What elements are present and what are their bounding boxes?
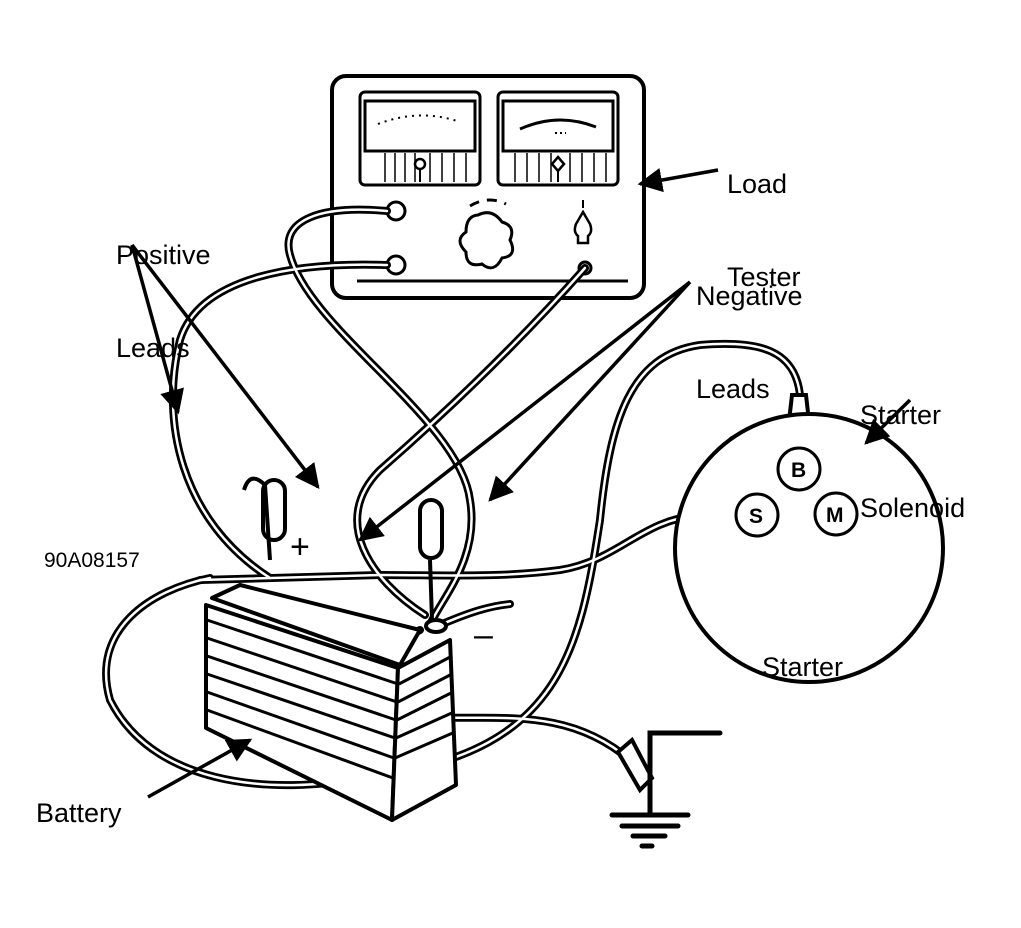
battery	[204, 583, 458, 822]
battery-label: Battery	[36, 798, 122, 828]
starter-solenoid-arrow	[864, 398, 912, 445]
indicator-lamp	[573, 200, 593, 245]
figure-code: 90A08157	[44, 549, 140, 572]
negative-leads-arrow-1	[358, 280, 692, 542]
load-tester-arrow	[637, 168, 719, 193]
negative-leads-label-line2: Leads	[696, 374, 770, 404]
negative-lead-outer	[353, 264, 589, 619]
battery-arrow	[147, 738, 253, 799]
starter-assembly	[673, 412, 945, 684]
negative-battery-post	[424, 618, 448, 634]
ground-symbol	[609, 730, 723, 849]
positive-leads-arrow-1	[130, 244, 184, 415]
starter-solenoid-label: Starter Solenoid	[860, 338, 965, 555]
solenoid-m-label: M	[826, 504, 844, 527]
solenoid-terminal-b	[776, 446, 822, 492]
positive-leads-label: Positive Leads	[116, 178, 211, 395]
load-tester-label-line1: Load	[727, 169, 788, 199]
starter-solenoid-label-line2: Solenoid	[860, 493, 966, 523]
ground-clamp	[615, 736, 655, 794]
negative-leads-arrow-2	[488, 280, 692, 502]
leader-arrows	[130, 168, 912, 799]
positive-leads-arrow-2	[130, 243, 320, 489]
negative-terminal-sign: –	[474, 616, 493, 654]
solenoid-terminal-m	[813, 491, 859, 537]
load-tester-label-line2: Tester	[727, 262, 801, 292]
ammeter-gauge	[496, 90, 620, 187]
battery-top	[210, 583, 422, 667]
positive-leads-label-line1: Positive	[116, 240, 211, 270]
voltmeter-gauge	[358, 90, 482, 187]
positive-leads-label-line2: Leads	[116, 333, 190, 363]
negative-leads-label: Negative Leads	[696, 219, 803, 436]
negative-clamp	[418, 498, 444, 560]
load-control-knob	[458, 211, 515, 270]
battery-side	[390, 638, 458, 822]
starter-label: Starter	[762, 652, 844, 682]
solenoid-terminal-s	[734, 492, 780, 538]
starter-motor	[673, 412, 945, 684]
negative-leads-label-line1: Negative	[696, 281, 803, 311]
starter-solenoid-label-line1: Starter	[860, 400, 942, 430]
solenoid-b-label: B	[791, 459, 807, 482]
solenoid-s-label: S	[749, 505, 764, 528]
positive-terminal-sign: +	[290, 528, 310, 566]
load-tester-label: Load Tester	[727, 107, 801, 324]
